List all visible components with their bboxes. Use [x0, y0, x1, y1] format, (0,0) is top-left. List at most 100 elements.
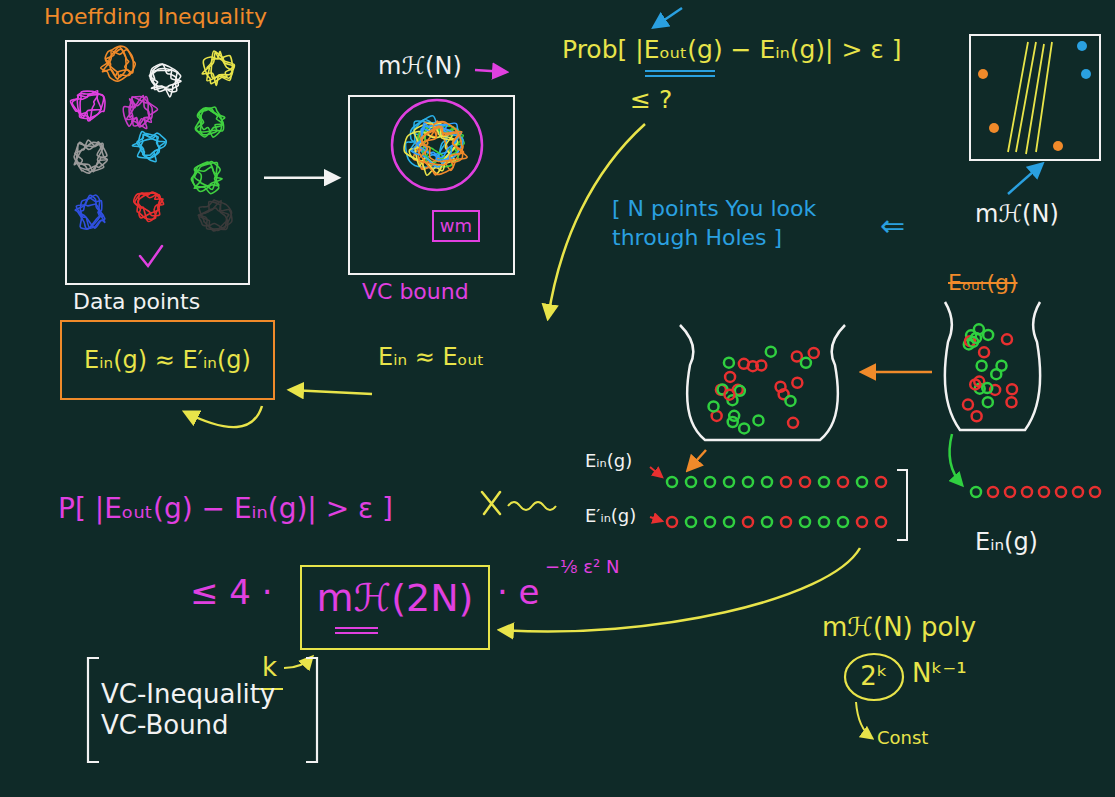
scribble [199, 200, 231, 231]
scribble [194, 162, 222, 188]
formula-box: Eᵢₙ(g) ≈ E′ᵢₙ(g) [60, 320, 275, 400]
formula-text: mℋ(2N) [317, 576, 474, 622]
marble [819, 477, 829, 487]
row-label: Eᵢₙ(g) [975, 528, 1038, 557]
scribble [130, 96, 157, 127]
arrow [185, 406, 262, 427]
scribble [75, 195, 105, 228]
marble [819, 517, 829, 527]
row-label: Eᵢₙ(g) [585, 450, 632, 472]
scribble-group [71, 46, 1100, 527]
arrow [475, 70, 506, 72]
scribble [197, 108, 223, 135]
marble [725, 372, 735, 382]
box-caption: VC bound [362, 279, 469, 305]
scribble [200, 200, 227, 229]
marble [724, 517, 734, 527]
marble [792, 378, 802, 388]
point [1077, 41, 1087, 51]
note-text: mℋ(N) poly [822, 612, 976, 643]
arrow [862, 371, 932, 374]
urn [945, 302, 1040, 430]
marble [739, 359, 749, 369]
marble [857, 517, 867, 527]
variable-label: k [262, 652, 277, 683]
marble [762, 477, 772, 487]
box-text: wm [440, 215, 472, 237]
marble [724, 477, 734, 487]
arrow [950, 434, 962, 485]
formula-text: P[ |Eₒᵤₜ(g) − Eᵢₙ(g)| > ε ] [58, 492, 393, 526]
scribble [80, 195, 105, 228]
separating-lines [1008, 42, 1052, 154]
function-label: mℋ(N) [975, 200, 1059, 229]
bracket [897, 470, 907, 540]
marble [743, 477, 753, 487]
marble [781, 517, 791, 527]
small-box: wm [432, 210, 480, 242]
marble [968, 337, 978, 347]
ellipse-line [845, 654, 903, 700]
scribble [80, 94, 105, 121]
marble [735, 386, 745, 396]
exponent-text: −⅛ ε² N [545, 556, 619, 578]
formula-text: Eᵢₙ(g) ≈ E′ᵢₙ(g) [84, 346, 251, 375]
formula-text: ≤ ? [630, 85, 672, 115]
scribble [137, 134, 165, 158]
marble [963, 400, 973, 410]
marble [997, 361, 1007, 371]
tick-mark [140, 246, 162, 266]
arrow [650, 517, 662, 521]
marble [776, 382, 786, 392]
scribble [199, 208, 229, 228]
arrow [290, 390, 372, 394]
marble [977, 361, 987, 371]
scribble [422, 126, 467, 161]
point [989, 123, 999, 133]
point [1081, 69, 1091, 79]
marble [857, 477, 867, 487]
marble [800, 477, 810, 487]
marble [838, 517, 848, 527]
arrow [500, 548, 860, 632]
marble [781, 477, 791, 487]
urn [680, 325, 845, 440]
scribble [138, 193, 160, 221]
marble [1039, 487, 1049, 497]
marble [1056, 487, 1066, 497]
box-caption: Data points [73, 289, 200, 315]
scribble [196, 107, 222, 137]
underline [645, 71, 715, 76]
marble [1006, 397, 1016, 407]
bracket-line [88, 658, 317, 762]
function-label: mℋ(N) [378, 52, 462, 81]
struck-formula: Eₒᵤₜ(g) [948, 270, 1018, 296]
point [1053, 141, 1063, 151]
scribble [75, 142, 108, 169]
growth-function-box: mℋ(2N) [300, 565, 490, 650]
marble [1022, 487, 1032, 497]
marble [1007, 384, 1017, 394]
scribble [149, 69, 180, 92]
marble [1002, 334, 1012, 344]
marble [971, 487, 981, 497]
marble [988, 487, 998, 497]
box-frame [348, 95, 515, 275]
point [978, 69, 988, 79]
hypothesis-circle [392, 100, 482, 190]
formula-text: Prob[ |Eₒᵤₜ(g) − Eᵢₙ(g)| > ε ] [562, 35, 902, 65]
vc-bound-box: VC bound wm [348, 95, 515, 305]
marble [876, 517, 886, 527]
marble [709, 401, 719, 411]
marble [724, 390, 734, 400]
marble [686, 477, 696, 487]
marble [739, 423, 749, 433]
marble [801, 358, 811, 368]
marble [800, 517, 810, 527]
marble [982, 383, 992, 393]
marble [876, 477, 886, 487]
marble [729, 411, 739, 421]
box-frame [65, 40, 250, 285]
scribble [419, 121, 464, 174]
formula-text: · e [497, 572, 540, 613]
